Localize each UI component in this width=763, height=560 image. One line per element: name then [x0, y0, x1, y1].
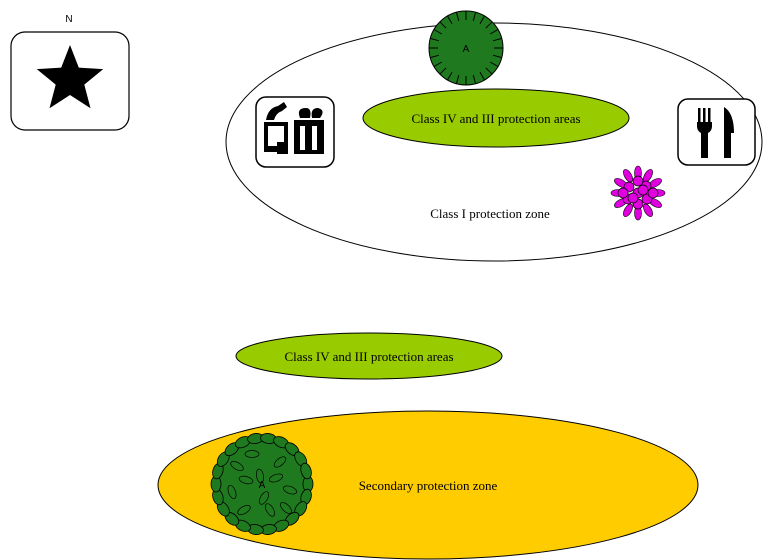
class-four-three-area-inner-label: Class IV and III protection areas [411, 111, 580, 126]
class-four-three-area-standalone-label: Class IV and III protection areas [284, 349, 453, 364]
north-label: N [65, 14, 72, 25]
compass: N [10, 14, 130, 131]
restaurant-icon [677, 98, 756, 166]
class-one-zone-label: Class I protection zone [430, 206, 550, 221]
class-four-three-area-standalone-shape [235, 332, 503, 380]
shopping-icon [255, 96, 335, 168]
secondary-zone-label: Secondary protection zone [359, 478, 498, 493]
marker-a-label: A [463, 44, 470, 55]
forest-a-label: A [259, 480, 266, 491]
north-star-icon [36, 45, 104, 109]
flower-icon [610, 165, 666, 221]
secondary-protection-zone: Secondary protection zone A [157, 410, 699, 560]
class-four-three-area-inner [362, 88, 630, 148]
scenic-spot-a-icon: A [428, 10, 504, 86]
class-four-three-area-standalone: Class IV and III protection areas [235, 332, 503, 380]
class-one-protection-zone: Class I protection zone Class IV and III… [225, 10, 763, 262]
forest-a-icon [210, 433, 314, 535]
